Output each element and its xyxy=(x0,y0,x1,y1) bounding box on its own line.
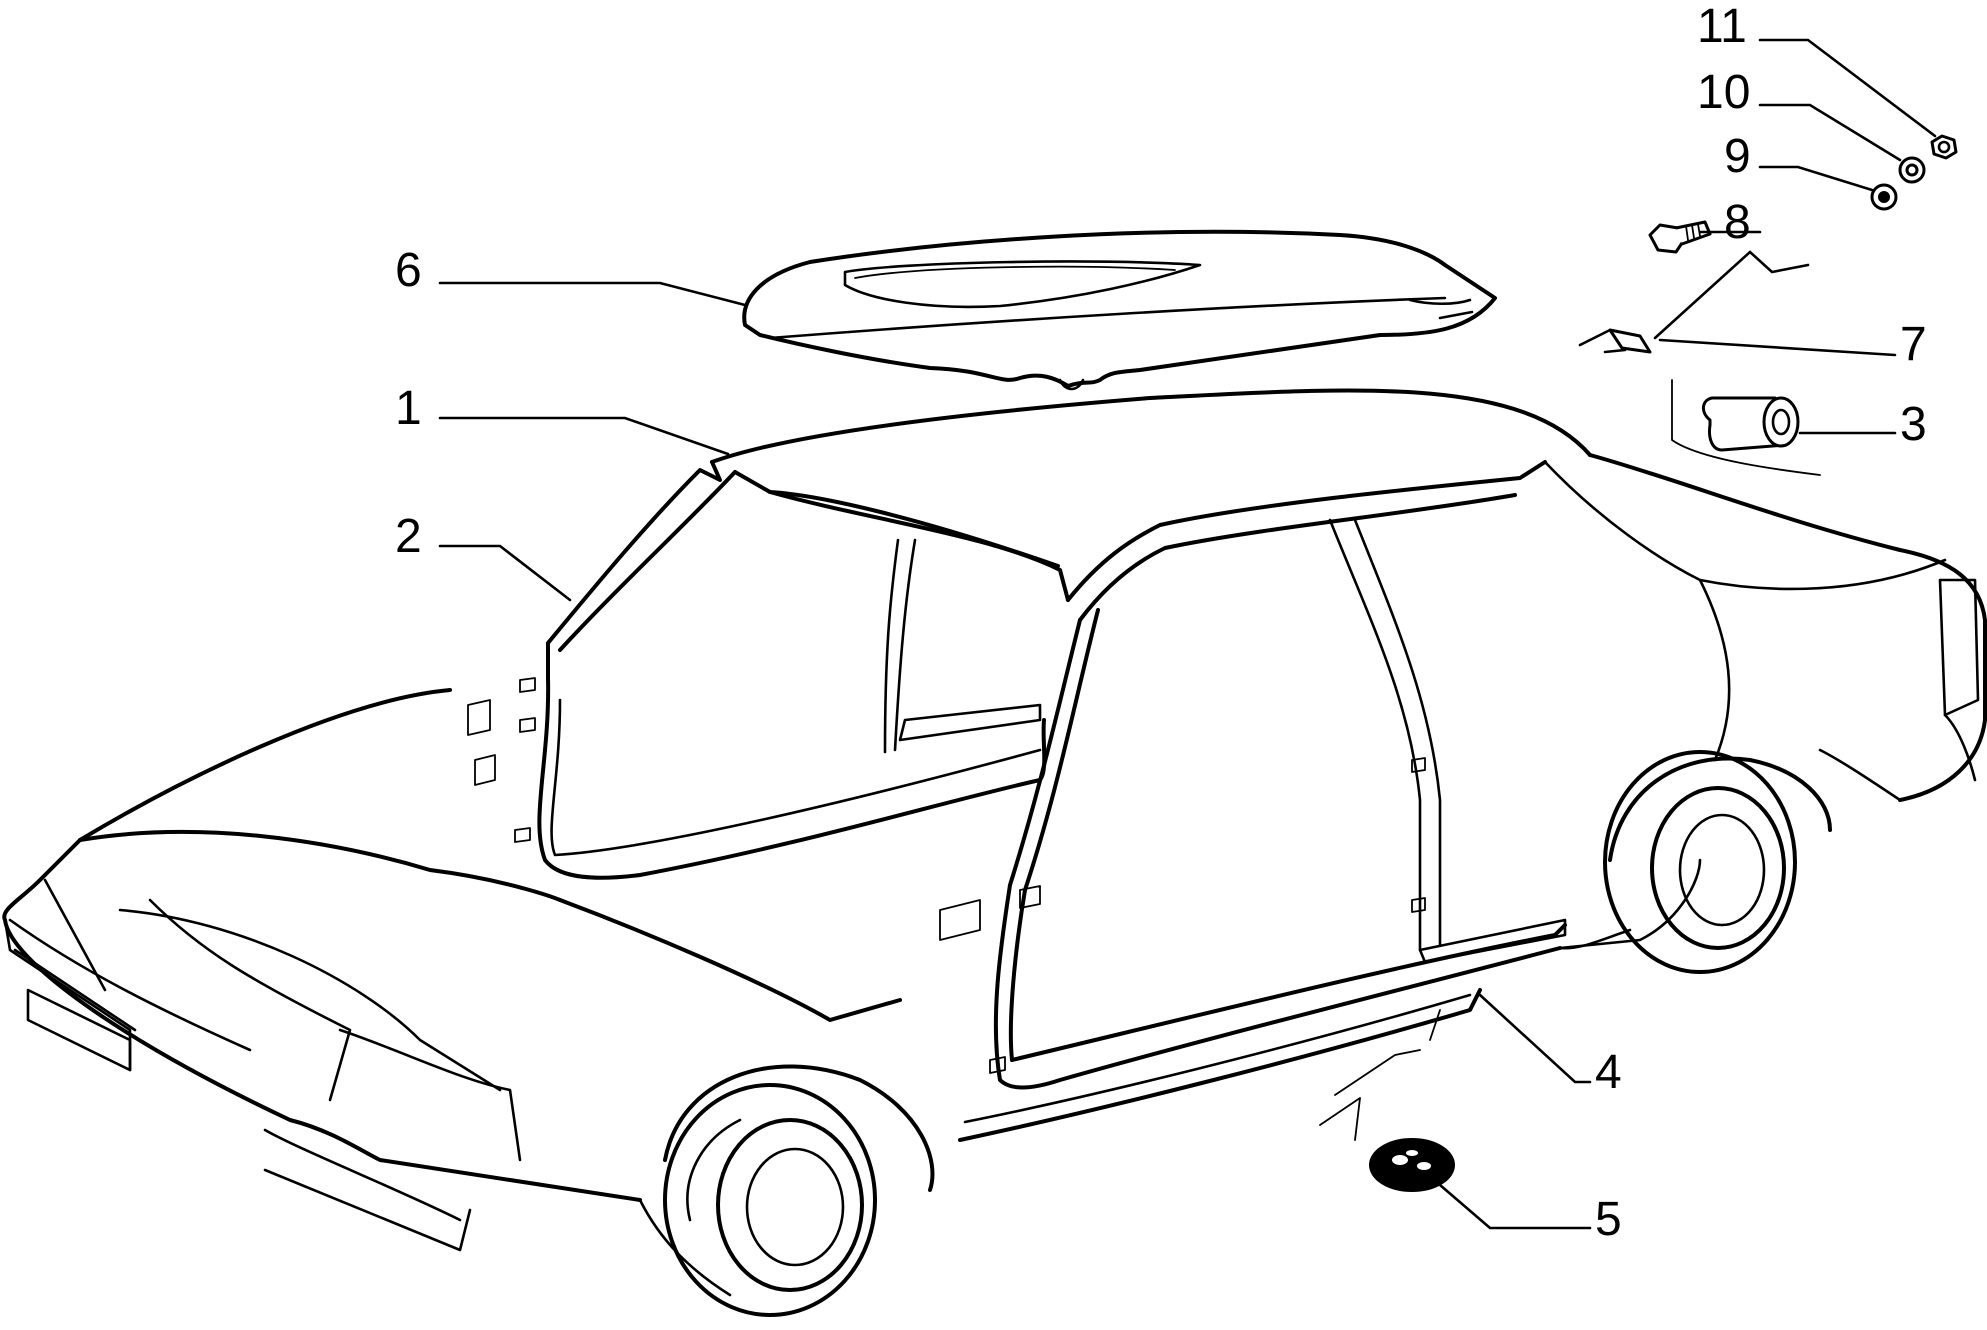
leader-9 xyxy=(1758,165,1874,192)
callout-number-9: 9 xyxy=(1724,130,1751,183)
leader-2 xyxy=(438,544,572,602)
leader-lines xyxy=(438,38,1937,1230)
callout-number-3: 3 xyxy=(1900,398,1927,451)
callout-number-1: 1 xyxy=(395,382,422,435)
callout-number-10: 10 xyxy=(1697,66,1750,119)
callout-numbers: 1 2 3 4 5 6 7 8 9 10 11 xyxy=(395,0,1927,1246)
leader-7b xyxy=(1653,250,1810,340)
bolt-part-8 xyxy=(1648,220,1712,254)
callout-number-7: 7 xyxy=(1900,318,1927,371)
washer-part-9 xyxy=(1870,183,1898,211)
callout-number-4: 4 xyxy=(1595,1046,1622,1099)
nut-part-11 xyxy=(1930,134,1958,160)
callout-number-5: 5 xyxy=(1595,1193,1622,1246)
leader-5 xyxy=(1438,1183,1592,1230)
plug-part-5 xyxy=(1319,1009,1455,1192)
callout-number-8: 8 xyxy=(1724,196,1751,249)
roof-panel xyxy=(742,229,1497,391)
bracket-part-7 xyxy=(1578,328,1652,354)
leader-10 xyxy=(1758,103,1902,162)
grommet-part-3 xyxy=(1671,379,1821,476)
leader-4 xyxy=(1478,993,1592,1084)
car-body xyxy=(2,388,1987,1317)
leader-1 xyxy=(438,416,730,456)
washer-part-10 xyxy=(1898,156,1926,184)
callout-number-6: 6 xyxy=(395,244,422,297)
leader-11 xyxy=(1758,38,1937,138)
callout-number-11: 11 xyxy=(1697,0,1747,53)
callout-number-2: 2 xyxy=(395,510,422,563)
leader-7 xyxy=(1658,338,1897,357)
leader-6 xyxy=(438,281,747,307)
